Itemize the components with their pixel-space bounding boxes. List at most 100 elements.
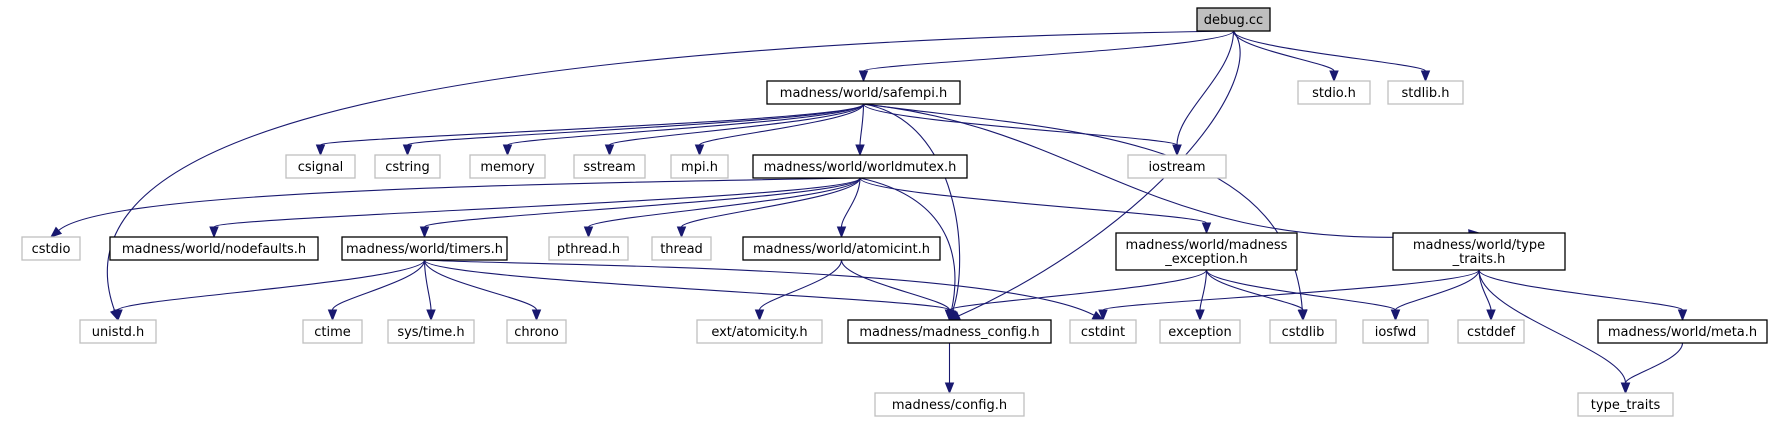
node-sys-time-h[interactable]: sys/time.h [387, 319, 475, 344]
node-box [79, 319, 157, 344]
edge-line [862, 103, 1178, 146]
node-box [766, 80, 961, 105]
edge-arrowhead [1420, 70, 1431, 83]
node-box [1597, 319, 1768, 344]
edge-madness_config-to-config_h [944, 343, 955, 395]
edge-line [423, 177, 861, 228]
node-label: stdio.h [1312, 86, 1356, 101]
node-box [469, 154, 546, 179]
edge-line [319, 103, 865, 146]
edge-arrowhead [604, 144, 615, 157]
node-unistd-h[interactable]: unistd.h [79, 319, 157, 344]
node-cstdint[interactable]: cstdint [1069, 319, 1137, 344]
node-cstdio[interactable]: cstdio [21, 236, 81, 261]
node-stdlib-h[interactable]: stdlib.h [1387, 80, 1464, 105]
edge-line [1205, 269, 1397, 311]
node-chrono[interactable]: chrono [506, 319, 567, 344]
edge-line [859, 177, 956, 311]
node-label: _exception.h [1164, 252, 1247, 267]
edge-line [758, 259, 843, 311]
node-memory[interactable]: memory [469, 154, 546, 179]
edge-line [1205, 269, 1304, 311]
node-box [1069, 319, 1137, 344]
node-label: unistd.h [92, 325, 145, 340]
node-label: memory [480, 160, 535, 175]
node-cstddef[interactable]: cstddef [1457, 319, 1525, 344]
node-iostream[interactable]: iostream [1127, 154, 1227, 179]
node-madness-world-safempi-h[interactable]: madness/world/safempi.h [766, 80, 961, 105]
edge-worldmutex-to-atomicint [836, 177, 861, 239]
node-sstream[interactable]: sstream [573, 154, 646, 179]
edge-debug_cc-to-iostream [1172, 30, 1235, 157]
node-box [696, 319, 823, 344]
edge-line [406, 103, 865, 146]
node-csignal[interactable]: csignal [285, 154, 356, 179]
node-madness-config-h[interactable]: madness/config.h [874, 392, 1025, 417]
node-box [387, 319, 475, 344]
node-stdio-h[interactable]: stdio.h [1297, 80, 1371, 105]
edge-safempi-to-madness_config [863, 103, 961, 322]
node-madness-madness-config-h[interactable]: madness/madness_config.h [847, 319, 1052, 344]
node-box [1392, 232, 1566, 271]
node-label: csignal [298, 160, 344, 175]
node-madness-world-type-traits-h[interactable]: madness/world/type_traits.h [1392, 232, 1566, 271]
node-label: cstddef [1467, 325, 1516, 340]
edge-timers-to-chrono [423, 259, 542, 322]
node-cstdlib[interactable]: cstdlib [1269, 319, 1337, 344]
edge-madness_exception-to-exception [1195, 269, 1208, 322]
edge-arrowhead [419, 226, 430, 239]
node-exception[interactable]: exception [1159, 319, 1241, 344]
node-label: iostream [1148, 160, 1205, 175]
edge-worldmutex-to-timers [419, 177, 861, 239]
node-madness-world-meta-h[interactable]: madness/world/meta.h [1597, 319, 1768, 344]
edge-arrowhead [1172, 144, 1182, 157]
node-ctime[interactable]: ctime [302, 319, 363, 344]
node-madness-world-atomicint-h[interactable]: madness/world/atomicint.h [742, 236, 941, 261]
node-label: cstring [385, 160, 429, 175]
edge-line [213, 177, 861, 228]
edge-worldmutex-to-pthread_h [583, 177, 861, 239]
node-box [1362, 319, 1429, 344]
edge-arrowhead [402, 144, 413, 157]
node-mpi-h[interactable]: mpi.h [670, 154, 729, 179]
node-box [21, 236, 81, 261]
node-layer: debug.cc madness/world/safempi.h stdio.h st… [21, 7, 1768, 417]
node-label: ext/atomicity.h [711, 325, 807, 340]
node-madness-world-nodefaults-h[interactable]: madness/world/nodefaults.h [109, 236, 319, 261]
node-cstring[interactable]: cstring [374, 154, 441, 179]
node-debug-cc[interactable]: debug.cc [1196, 7, 1271, 32]
node-box [752, 154, 968, 179]
edge-arrowhead [944, 382, 955, 395]
edge-arrowhead [583, 226, 594, 239]
edge-atomicint-to-madness_config [840, 259, 955, 322]
edge-atomicint-to-ext_atomicity [754, 259, 843, 322]
node-box [651, 236, 712, 261]
edge-line [608, 103, 865, 146]
edge-safempi-to-cstdlib [863, 103, 1308, 322]
node-box [1159, 319, 1241, 344]
node-thread[interactable]: thread [651, 236, 712, 261]
node-label: exception [1168, 325, 1232, 340]
edge-arrowhead [1486, 309, 1496, 322]
node-pthread-h[interactable]: pthread.h [548, 236, 629, 261]
edge-line [1232, 30, 1335, 72]
edge-arrowhead [676, 226, 687, 239]
edge-line [863, 103, 1470, 238]
edge-arrowhead [1098, 309, 1108, 322]
node-label: chrono [514, 325, 559, 340]
node-box [1387, 80, 1464, 105]
edge-line [863, 103, 961, 311]
edge-line [840, 177, 861, 228]
node-box [1196, 7, 1271, 32]
edge-line [948, 269, 1208, 311]
node-label: cstdlib [1282, 325, 1325, 340]
node-madness-world-madness-exception-h[interactable]: madness/world/madness_exception.h [1115, 232, 1298, 271]
node-madness-world-timers-h[interactable]: madness/world/timers.h [341, 236, 508, 261]
node-iosfwd[interactable]: iosfwd [1362, 319, 1429, 344]
node-box [874, 392, 1025, 417]
edge-line [117, 259, 426, 311]
node-type-traits[interactable]: type_traits [1577, 392, 1674, 417]
node-label: mpi.h [681, 160, 718, 175]
node-madness-world-worldmutex-h[interactable]: madness/world/worldmutex.h [752, 154, 968, 179]
node-ext-atomicity-h[interactable]: ext/atomicity.h [696, 319, 823, 344]
